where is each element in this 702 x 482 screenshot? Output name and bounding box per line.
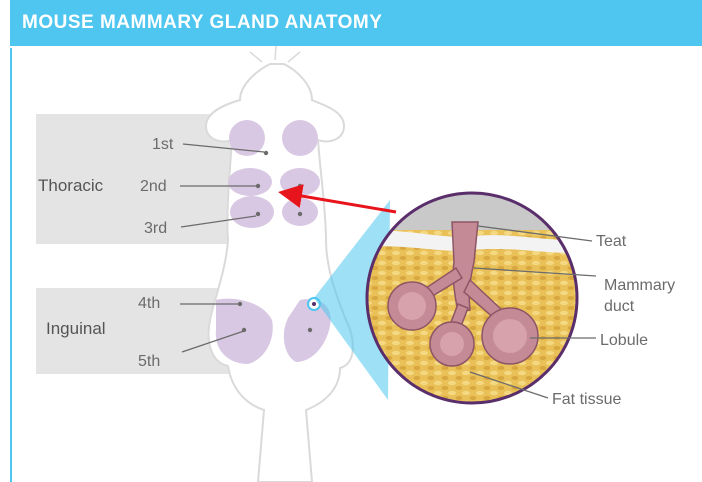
gland-label-1st: 1st — [152, 136, 174, 153]
inset-label-lobule: Lobule — [600, 332, 648, 349]
group-label-thoracic: Thoracic — [38, 176, 104, 195]
inset-label-fat-tissue: Fat tissue — [552, 391, 621, 408]
inset-label-mammary: Mammary — [604, 277, 675, 294]
inset-label-duct: duct — [604, 298, 635, 315]
gland-label-5th: 5th — [138, 353, 160, 370]
magnified-inset — [360, 190, 590, 410]
gland-label-2nd: 2nd — [140, 178, 167, 195]
group-label-inguinal: Inguinal — [46, 319, 106, 338]
gland-label-4th: 4th — [138, 295, 160, 312]
inset-label-teat: Teat — [596, 233, 627, 250]
mouse-silhouette — [206, 46, 353, 482]
gland-label-3rd: 3rd — [144, 220, 167, 237]
